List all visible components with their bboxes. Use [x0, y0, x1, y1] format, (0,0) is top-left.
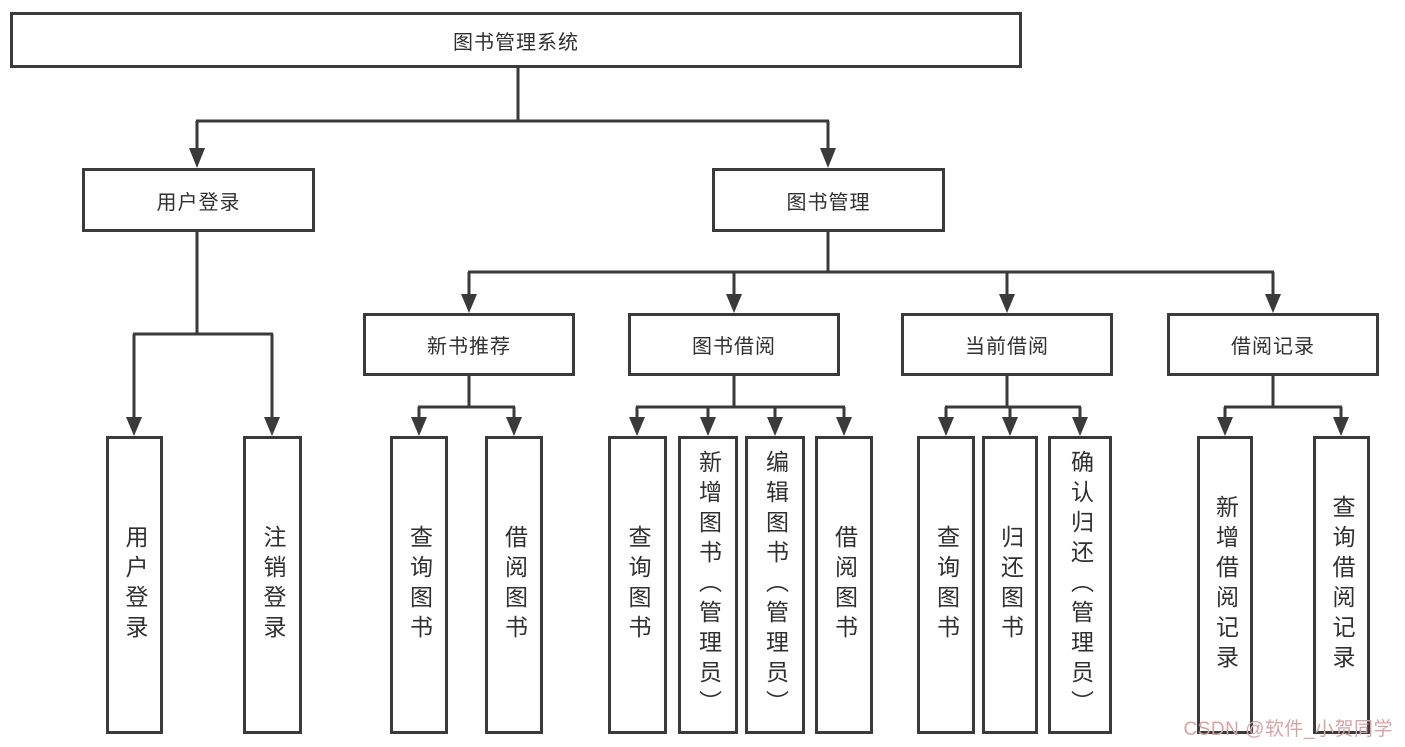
- leaf-query-books-recommend: 查询图书: [390, 436, 448, 734]
- leaf-edit-books-admin: 编辑图书（管理员）: [745, 436, 805, 734]
- leaf-query-books-borrowing: 查询图书: [608, 436, 667, 734]
- leaf-confirm-return-admin: 确认归还（管理员）: [1048, 436, 1112, 734]
- leaf-add-books-admin-label: 新增图书（管理员）: [695, 450, 722, 720]
- node-root-label: 图书管理系统: [453, 31, 579, 54]
- leaf-return-books-label: 归还图书: [997, 525, 1024, 645]
- leaf-query-books-current: 查询图书: [917, 436, 975, 734]
- leaf-query-borrow-record: 查询借阅记录: [1313, 436, 1370, 734]
- node-new-book-recommend: 新书推荐: [363, 313, 575, 376]
- node-new-book-recommend-label: 新书推荐: [427, 336, 511, 358]
- connector-newbookrec-to-children: [411, 376, 522, 436]
- leaf-user-login-label: 用户登录: [122, 525, 148, 645]
- leaf-logout-label: 注销登录: [260, 525, 286, 645]
- connector-borrowrecord-to-children: [1217, 376, 1349, 436]
- leaf-edit-books-admin-label: 编辑图书（管理员）: [762, 450, 789, 720]
- node-current-borrowing: 当前借阅: [901, 313, 1113, 376]
- leaf-query-books-recommend-label: 查询图书: [406, 525, 433, 645]
- node-book-management-label: 图书管理: [786, 191, 871, 214]
- leaf-add-books-admin: 新增图书（管理员）: [678, 436, 738, 734]
- leaf-logout: 注销登录: [243, 436, 302, 734]
- node-book-borrowing: 图书借阅: [628, 313, 840, 376]
- leaf-borrow-books-recommend: 借阅图书: [485, 436, 543, 734]
- leaf-borrow-books-recommend-label: 借阅图书: [501, 525, 528, 645]
- leaf-add-borrow-record-label: 新增借阅记录: [1212, 495, 1239, 675]
- node-borrowing-records-label: 借阅记录: [1231, 336, 1315, 358]
- leaf-query-books-current-label: 查询图书: [933, 525, 960, 645]
- leaf-user-login: 用户登录: [106, 436, 163, 734]
- connector-userlogin-to-children: [126, 232, 280, 436]
- leaf-borrow-books-borrowing-label: 借阅图书: [831, 525, 858, 645]
- leaf-query-books-borrowing-label: 查询图书: [625, 525, 651, 645]
- node-book-management: 图书管理: [712, 168, 945, 232]
- leaf-confirm-return-admin-label: 确认归还（管理员）: [1067, 450, 1094, 720]
- node-root-library-system: 图书管理系统: [10, 12, 1022, 68]
- node-user-login: 用户登录: [82, 168, 315, 232]
- connector-root-to-level2: [189, 66, 836, 168]
- leaf-return-books: 归还图书: [982, 436, 1038, 734]
- node-user-login-label: 用户登录: [156, 191, 241, 214]
- connector-bookborrow-to-children: [629, 376, 852, 436]
- leaf-borrow-books-borrowing: 借阅图书: [815, 436, 873, 734]
- leaf-query-borrow-record-label: 查询借阅记录: [1329, 495, 1355, 675]
- csdn-watermark: CSDN @软件_小贺同学: [1183, 719, 1393, 740]
- node-book-borrowing-label: 图书借阅: [692, 336, 776, 358]
- connector-bookmgmt-to-children: [461, 232, 1281, 313]
- node-borrowing-records: 借阅记录: [1167, 313, 1379, 376]
- connector-currentborrow-to-children: [938, 376, 1088, 436]
- node-current-borrowing-label: 当前借阅: [965, 336, 1049, 358]
- leaf-add-borrow-record: 新增借阅记录: [1197, 436, 1253, 734]
